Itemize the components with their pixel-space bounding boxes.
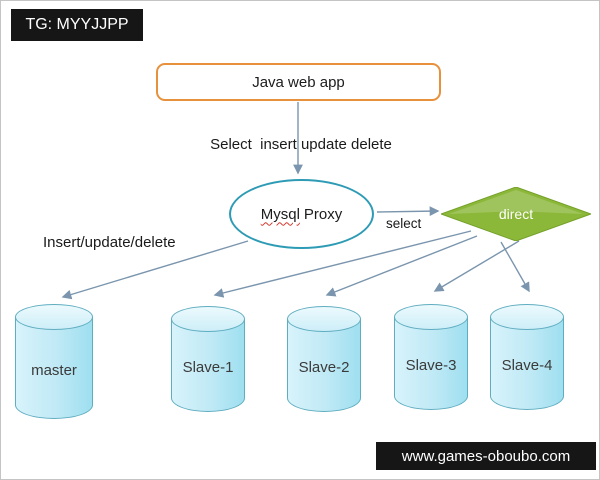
java-web-app-label: Java web app <box>252 73 345 91</box>
edge-label-proxy-to-direct: select <box>386 216 422 231</box>
database-label: Slave-2 <box>298 359 350 376</box>
cylinder-top <box>171 306 245 332</box>
node-mysql-proxy: Mysql Proxy <box>229 179 374 249</box>
cylinder-top <box>394 304 468 330</box>
database-label: Slave-3 <box>405 357 457 374</box>
direct-diamond-shape <box>439 186 593 242</box>
database-label: Slave-4 <box>501 357 553 374</box>
edge-direct-to-slave4 <box>500 241 530 293</box>
direct-label: direct <box>498 206 534 222</box>
cylinder-top <box>287 306 361 332</box>
edge-label-proxy-to-master: Insert/update/delete <box>43 234 176 251</box>
node-java-web-app: Java web app <box>156 63 441 101</box>
mysql-proxy-label-word2: Proxy <box>303 205 343 223</box>
cylinder-body <box>287 319 361 412</box>
edge-direct-to-slave2 <box>325 235 478 297</box>
mysql-proxy-label-word1: Mysql <box>260 205 300 223</box>
cylinder-body <box>490 317 564 410</box>
cylinder-top <box>490 304 564 330</box>
database-label: Slave-1 <box>182 359 234 376</box>
edge-proxy-to-direct <box>376 206 440 217</box>
database-slave-4: Slave-4 <box>490 304 564 410</box>
watermark-top-left: TG: MYYJJPP <box>11 9 143 41</box>
watermark-bottom-right: www.games-oboubo.com <box>376 442 596 470</box>
database-slave-1: Slave-1 <box>171 306 245 412</box>
database-master: master <box>15 304 93 419</box>
database-slave-2: Slave-2 <box>287 306 361 412</box>
node-direct: direct <box>439 186 593 242</box>
cylinder-body <box>171 319 245 412</box>
edge-label-app-to-proxy: Select insert update delete <box>210 136 392 153</box>
database-label: master <box>31 361 77 379</box>
cylinder-body <box>15 317 93 419</box>
database-slave-3: Slave-3 <box>394 304 468 410</box>
cylinder-body <box>394 317 468 410</box>
cylinder-top <box>15 304 93 330</box>
edge-direct-to-slave3 <box>433 240 520 292</box>
